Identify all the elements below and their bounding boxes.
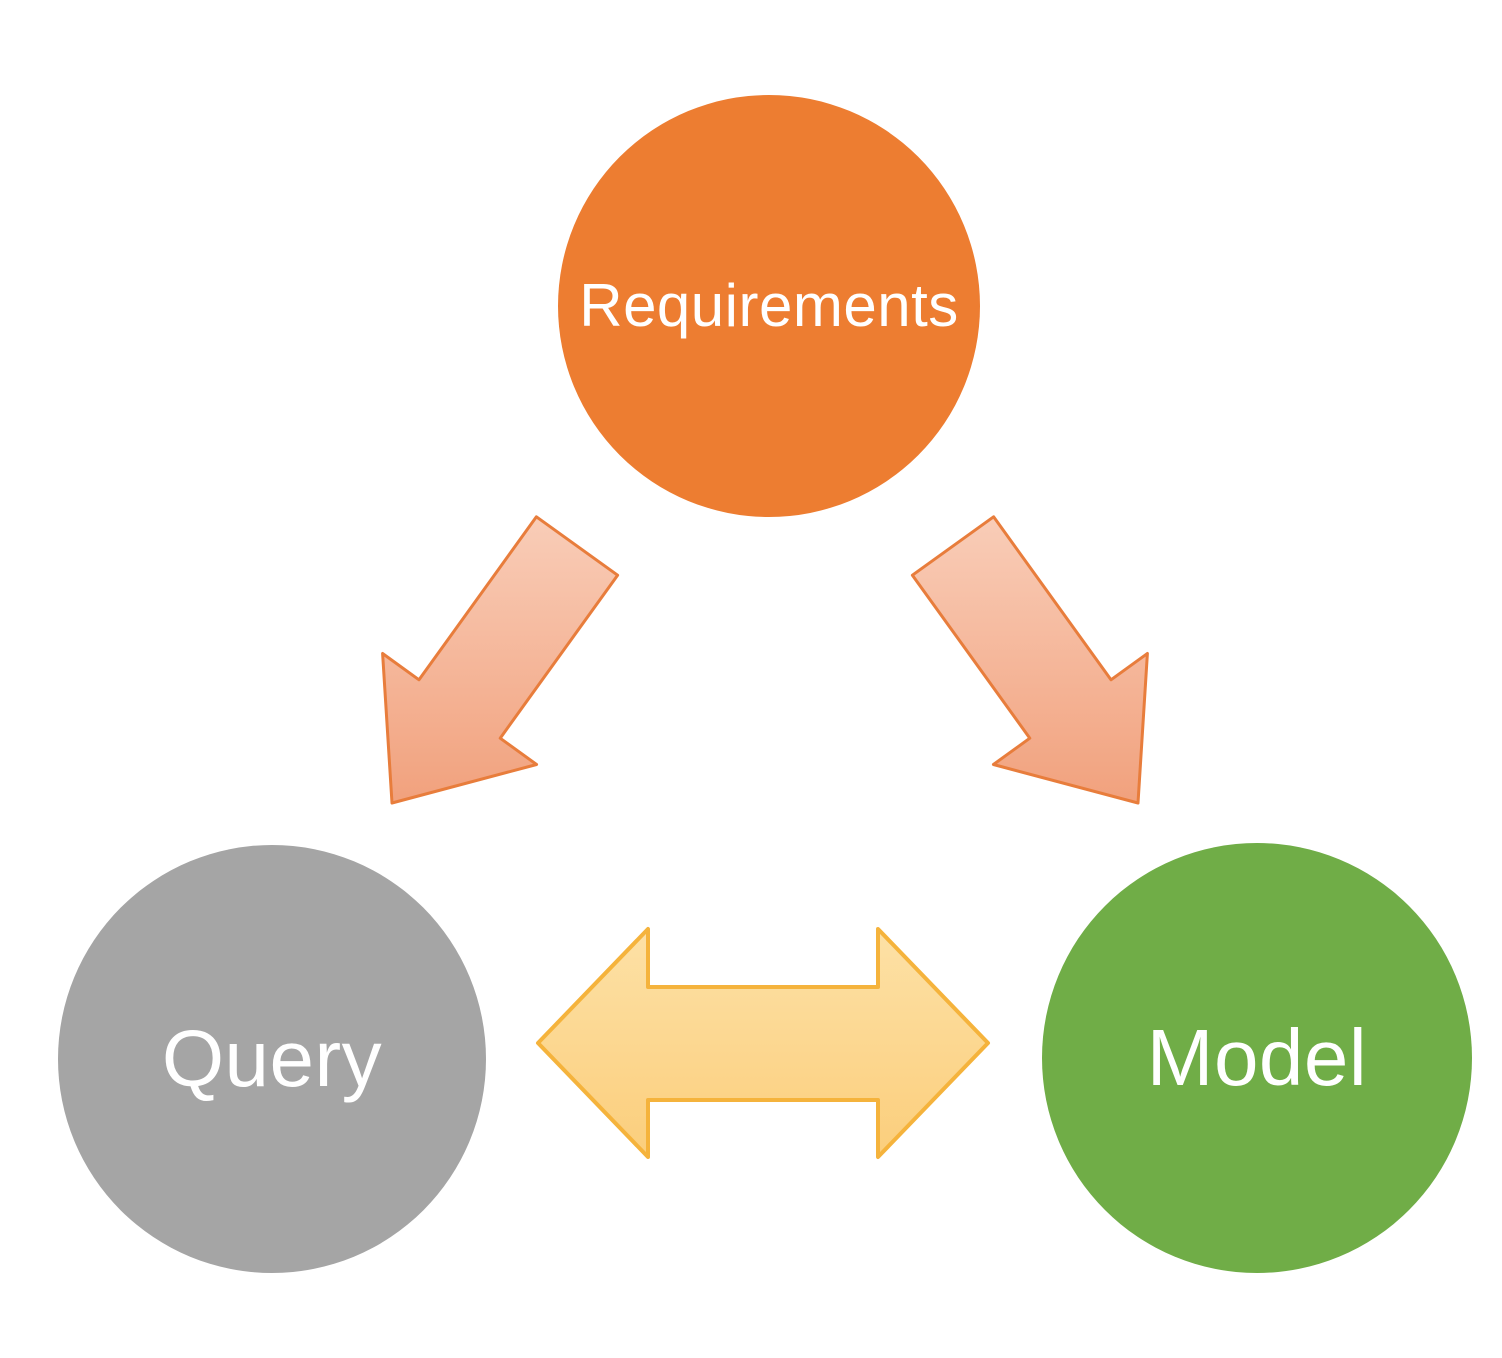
node-model: Model [1042, 843, 1472, 1273]
arrow-requirements-to-model [910, 515, 1149, 805]
node-query-label: Query [161, 1014, 383, 1103]
node-requirements: Requirements [558, 95, 980, 517]
node-model-label: Model [1146, 1013, 1368, 1102]
node-query: Query [58, 845, 486, 1273]
node-requirements-label: Requirements [579, 272, 959, 339]
arrow-requirements-to-query [381, 515, 620, 805]
arrow-query-model-bidirectional [536, 927, 990, 1159]
